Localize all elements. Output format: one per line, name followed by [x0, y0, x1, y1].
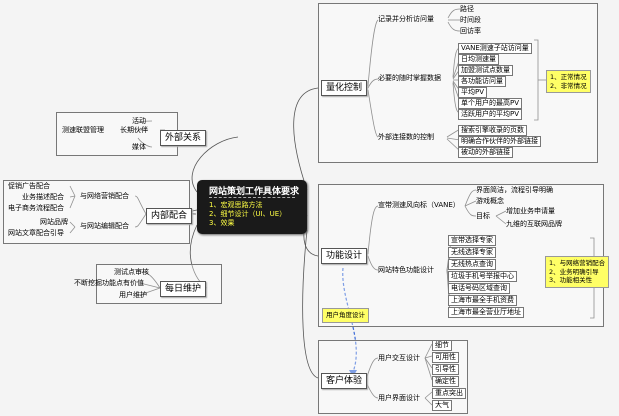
- maintain-leaf[interactable]: 测试点审核: [114, 268, 149, 276]
- function-target-leaf[interactable]: 九维的互联网品牌: [506, 220, 562, 228]
- note-line: 3、功能相关性: [549, 276, 593, 284]
- note-line: 2、非常情况: [550, 81, 587, 90]
- experience-leaf[interactable]: 确定性: [432, 376, 459, 387]
- quantify-leaf[interactable]: 各功能访问量: [458, 76, 506, 87]
- quantify-leaf[interactable]: 活跃用户的平均PV: [458, 109, 523, 120]
- internal-leaf[interactable]: 网站品牌: [40, 218, 68, 226]
- maintain-leaf[interactable]: 不断挖掘功能点有价值: [74, 279, 144, 287]
- experience-leaf[interactable]: 引导性: [432, 364, 459, 375]
- internal-sub-2[interactable]: 与网站编辑配合: [80, 222, 129, 230]
- external-leaf[interactable]: 媒体: [132, 143, 146, 151]
- quantify-leaf[interactable]: 单个用户的最高PV: [458, 98, 523, 109]
- internal-leaf[interactable]: 业务描述配合: [22, 193, 64, 201]
- function-leaf[interactable]: 上海市最全营业厅地址: [448, 307, 524, 318]
- branch-quantify[interactable]: 量化控制: [321, 80, 368, 96]
- quantify-leaf[interactable]: VANE测速子站访问量: [458, 43, 532, 54]
- quantify-sub-2[interactable]: 必要的随时掌握数据: [378, 74, 441, 82]
- quantify-leaf[interactable]: 搜索引擎收录的页数: [458, 125, 527, 136]
- central-topic[interactable]: 网站策划工作具体要求 1、宏观思路方法 2、细节设计（UI、UE） 3、效果: [197, 180, 307, 234]
- central-item-1: 1、宏观思路方法: [209, 201, 263, 209]
- internal-leaf[interactable]: 电子商务流程配合: [8, 204, 64, 212]
- external-group: [56, 112, 178, 156]
- function-leaf[interactable]: 上海市最全手机资费: [448, 295, 517, 306]
- quantify-sub-1[interactable]: 记录并分析访问量: [378, 15, 434, 23]
- quantify-leaf[interactable]: 加盟测试点数量: [458, 65, 513, 76]
- quantify-leaf[interactable]: 平均PV: [458, 87, 488, 98]
- maintain-leaf[interactable]: 用户维护: [119, 291, 147, 299]
- external-leaf[interactable]: 活动: [132, 117, 146, 125]
- quantify-leaf[interactable]: 日均测速量: [458, 54, 499, 65]
- note-line: 2、业务明确引导: [549, 267, 599, 276]
- experience-leaf[interactable]: 重点突出: [432, 388, 466, 399]
- internal-leaf[interactable]: 网站文章配合引导: [8, 229, 64, 237]
- function-leaf[interactable]: 宣带选择专家: [448, 235, 496, 246]
- quantify-leaf[interactable]: 路径: [460, 5, 474, 13]
- quantify-leaf[interactable]: 被动的外部链接: [458, 147, 513, 158]
- central-topic-title: 网站策划工作具体要求: [209, 187, 300, 197]
- quantify-leaf[interactable]: 回访率: [460, 27, 481, 35]
- internal-leaf[interactable]: 促销广告配合: [8, 182, 50, 190]
- function-leaf[interactable]: 无线热点查询: [448, 259, 496, 270]
- function-sub-2[interactable]: 网站特色功能设计: [378, 266, 434, 274]
- function-note: 1、与网络营销配合 2、业务明确引导 3、功能相关性: [545, 256, 610, 288]
- experience-leaf[interactable]: 可用性: [432, 352, 459, 363]
- branch-maintain[interactable]: 每日维护: [160, 281, 207, 297]
- function-leaf[interactable]: 游戏概念: [476, 197, 504, 205]
- function-leaf[interactable]: 无线选择专家: [448, 247, 496, 258]
- experience-sub-1[interactable]: 用户交互设计: [378, 354, 420, 362]
- central-divider: [209, 197, 295, 198]
- branch-experience[interactable]: 客户体验: [321, 373, 368, 389]
- central-item-2: 2、细节设计（UI、UE）: [209, 210, 287, 218]
- quantify-leaf[interactable]: 时间段: [460, 16, 481, 24]
- function-leaf[interactable]: 界面简洁，流程引导明确: [476, 186, 553, 194]
- quantify-leaf[interactable]: 明确合作伙伴的外部链接: [458, 136, 541, 147]
- function-leaf[interactable]: 目标: [476, 212, 490, 220]
- experience-sub-2[interactable]: 用户界面设计: [378, 394, 420, 402]
- function-sub-1[interactable]: 宣带测速风向标（VANE）: [378, 201, 460, 209]
- external-sub[interactable]: 测速联盟管理: [62, 126, 104, 134]
- experience-leaf[interactable]: 大气: [432, 400, 452, 411]
- branch-internal[interactable]: 内部配合: [146, 208, 193, 224]
- quantify-note: 1、正常情况 2、非常情况: [546, 70, 591, 93]
- quantify-sub-3[interactable]: 外部连接数的控制: [378, 133, 434, 141]
- function-target-leaf[interactable]: 增加业务申请量: [506, 207, 555, 215]
- external-leaf[interactable]: 长期伙伴: [120, 126, 148, 134]
- branch-external[interactable]: 外部关系: [160, 130, 207, 146]
- central-item-3: 3、效果: [209, 219, 235, 227]
- note-line: 1、正常情况: [550, 73, 587, 81]
- function-leaf[interactable]: 垃圾手机号举报中心: [448, 271, 517, 282]
- function-leaf[interactable]: 电话号码区域查询: [448, 283, 510, 294]
- connector-label: 用户角度设计: [322, 308, 369, 323]
- note-line: 1、与网络营销配合: [549, 259, 606, 267]
- experience-leaf[interactable]: 细节: [432, 340, 452, 351]
- internal-sub-1[interactable]: 与网络营销配合: [80, 192, 129, 200]
- branch-function[interactable]: 功能设计: [321, 248, 368, 264]
